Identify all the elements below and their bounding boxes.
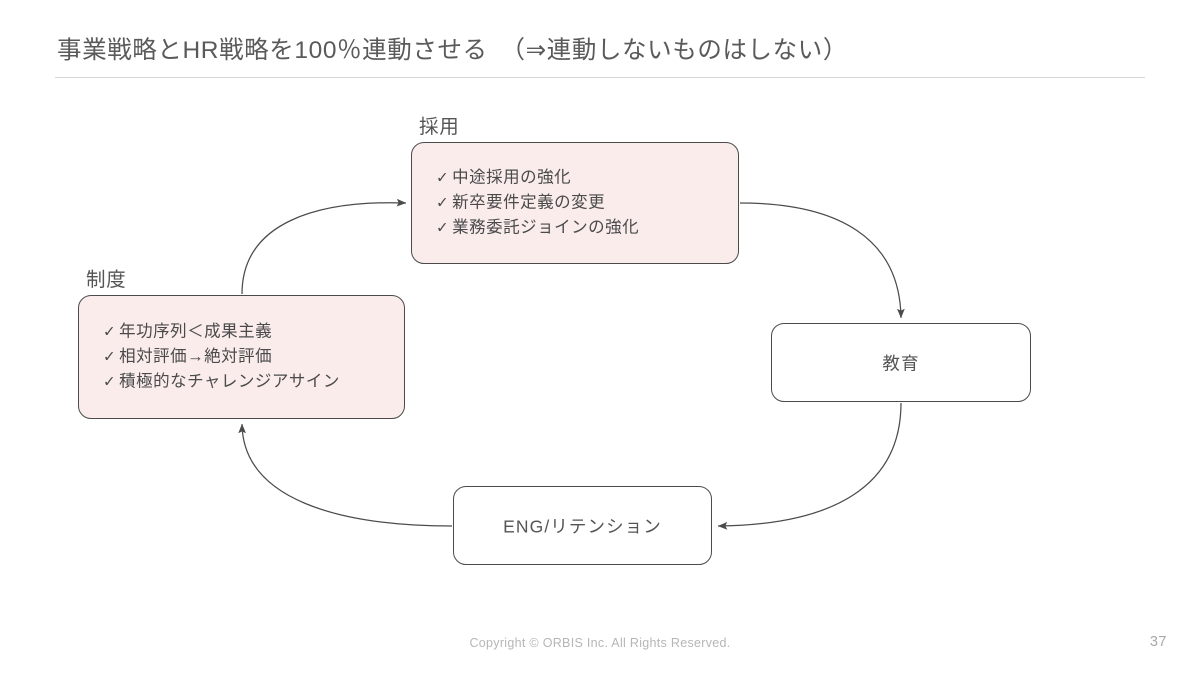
node-eng-retention[interactable]: ENG/リテンション [453, 486, 712, 565]
list-item: ✓ 相対評価→絶対評価 [103, 344, 340, 369]
arrow-kyoiku-to-eng [717, 402, 902, 530]
node-caption-seido: 制度 [86, 269, 127, 291]
check-icon: ✓ [103, 348, 117, 366]
title-divider [55, 77, 1145, 78]
arrow-eng-to-seido [238, 423, 453, 527]
page-number: 37 [1149, 634, 1167, 650]
list-item: ✓ 中途採用の強化 [436, 165, 639, 190]
list-item: ✓ 積極的なチャレンジアサイン [103, 370, 340, 395]
list-item: ✓ 業務委託ジョインの強化 [436, 216, 639, 241]
list-item: ✓ 年功序列＜成果主義 [103, 319, 340, 344]
check-icon: ✓ [103, 323, 117, 341]
list-item-label: 新卒要件定義の変更 [452, 193, 606, 212]
arrow-saiyo-to-kyoiku [739, 202, 905, 319]
node-caption-saiyo: 採用 [419, 116, 460, 138]
list-item: ✓ 新卒要件定義の変更 [436, 190, 639, 215]
node-kyoiku[interactable]: 教育 [771, 323, 1031, 402]
checklist-seido: ✓ 年功序列＜成果主義 ✓ 相対評価→絶対評価 ✓ 積極的なチャレンジアサイン [103, 319, 340, 394]
footer-copyright: Copyright © ORBIS Inc. All Rights Reserv… [469, 636, 731, 650]
node-saiyo[interactable]: ✓ 中途採用の強化 ✓ 新卒要件定義の変更 ✓ 業務委託ジョインの強化 [411, 142, 739, 264]
list-item-label: 年功序列＜成果主義 [119, 322, 273, 341]
node-label-eng-retention: ENG/リテンション [503, 516, 662, 536]
list-item-label: 中途採用の強化 [452, 168, 572, 187]
check-icon: ✓ [436, 194, 450, 212]
arrow-seido-to-saiyo [241, 198, 407, 295]
check-icon: ✓ [436, 169, 450, 187]
check-icon: ✓ [103, 373, 117, 391]
checklist-saiyo: ✓ 中途採用の強化 ✓ 新卒要件定義の変更 ✓ 業務委託ジョインの強化 [436, 165, 639, 240]
page-title: 事業戦略とHR戦略を100％連動させる （⇒連動しないものはしない） [57, 37, 848, 64]
node-seido[interactable]: ✓ 年功序列＜成果主義 ✓ 相対評価→絶対評価 ✓ 積極的なチャレンジアサイン [78, 295, 405, 419]
list-item-label: 相対評価→絶対評価 [119, 347, 273, 366]
list-item-label: 積極的なチャレンジアサイン [119, 372, 340, 391]
node-label-kyoiku: 教育 [882, 353, 920, 373]
check-icon: ✓ [436, 219, 450, 237]
list-item-label: 業務委託ジョインの強化 [452, 218, 640, 237]
